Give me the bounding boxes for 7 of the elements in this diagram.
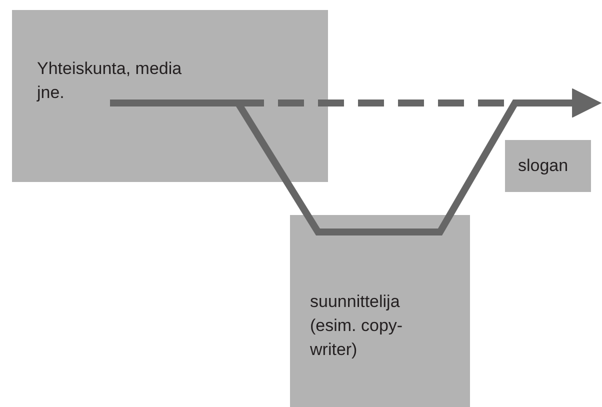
- text-box: [12, 10, 328, 182]
- box-label: suunnittelija (esim. copy-writer): [310, 291, 404, 361]
- text-box: [505, 140, 591, 192]
- box-label: Yhteiskunta, media jne.: [37, 58, 183, 104]
- dashed-arrow: [238, 88, 602, 118]
- text-box: [290, 215, 470, 407]
- box-label: slogan: [518, 155, 570, 177]
